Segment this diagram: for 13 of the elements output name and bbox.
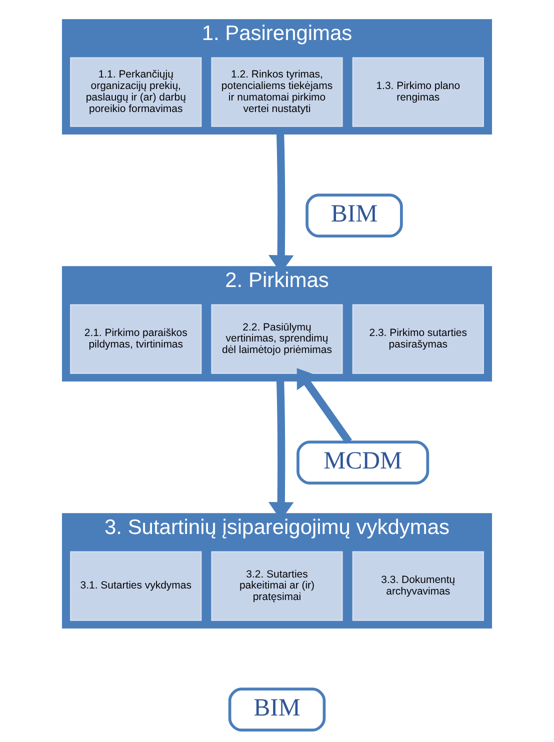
node-box: 1.2. Rinkos tyrimas, potencialiems tiekėjams ir numatomai pirkimo vertei nustatyti [211, 57, 343, 127]
node-box: 2.1. Pirkimo paraiškos pildymas, tvirtinimas [70, 304, 202, 374]
arrow [296, 368, 352, 444]
node-box: 3.1. Sutarties vykdymas [70, 551, 202, 621]
node-box: 1.3. Pirkimo plano rengimas [352, 57, 484, 127]
node-box: 3.3. Dokumentų archyvavimas [352, 551, 484, 621]
node-box: 2.3. Pirkimo sutarties pasirašymas [352, 304, 484, 374]
node-box: 2.2. Pasiūlymų vertinimas, sprendimų dėl laimėtojo priėmimas [211, 304, 343, 374]
node-box: 1.1. Perkančiųjų organizacijų prekių, paslaugų ir (ar) darbų poreikio formavimas [70, 57, 202, 127]
node-box: BIM [228, 688, 326, 732]
node-box: BIM [306, 194, 403, 238]
node-box: 3.2. Sutarties pakeitimai ar (ir) pratęsimai [211, 551, 343, 621]
node-box: MCDM [296, 440, 430, 484]
